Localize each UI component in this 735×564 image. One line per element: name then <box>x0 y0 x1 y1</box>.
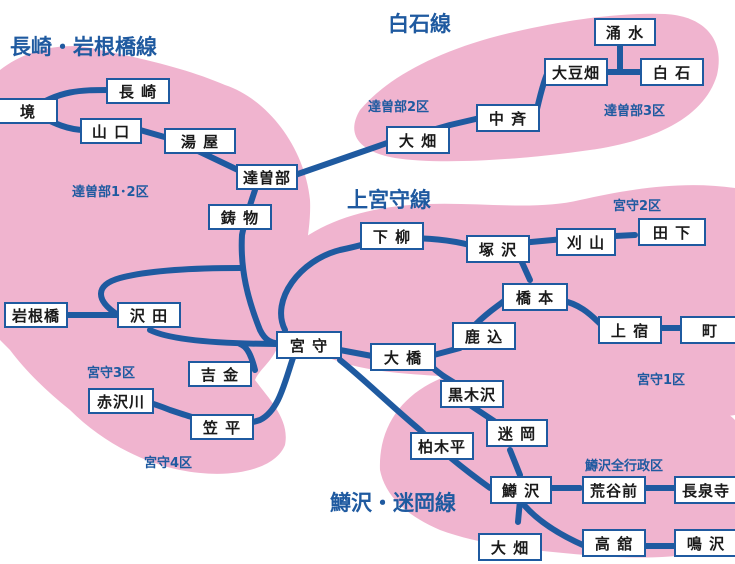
station-kurokisawa: 黒木沢 <box>440 380 504 408</box>
line-title-nagasaki-iwanehashi: 長崎・岩根橋線 <box>10 35 157 59</box>
station-miyamori: 宮 守 <box>276 331 342 359</box>
station-iwanehashi: 岩根橋 <box>4 302 68 328</box>
station-kashiwagidaira: 柏木平 <box>410 432 474 460</box>
station-hashimoto: 橋 本 <box>502 283 568 311</box>
station-kaoko: 鹿 込 <box>452 322 516 350</box>
region-masuzawa-zenko: 鱒沢全行政区 <box>585 459 664 474</box>
station-araya-mae: 荒谷前 <box>582 476 646 504</box>
station-akazawagawa: 赤沢川 <box>88 388 154 414</box>
station-yuya: 湯 屋 <box>164 128 236 154</box>
station-narusawa: 鳴 沢 <box>674 529 735 557</box>
station-ozuhata: 大豆畑 <box>544 58 608 86</box>
station-takadate: 高 舘 <box>582 529 646 557</box>
station-shiraishi: 白 石 <box>640 58 704 86</box>
line-title-masuzawa-meoka: 鱒沢・迷岡線 <box>330 491 456 515</box>
route-iwanehashi-sawada <box>57 265 243 318</box>
station-tsukazawa: 塚 沢 <box>466 235 530 263</box>
region-miyamori-4: 宮守4区 <box>144 456 193 471</box>
station-yamaguchi: 山 口 <box>80 118 142 144</box>
region-miyamori-3: 宮守3区 <box>87 366 136 381</box>
station-kariyama: 刈 山 <box>556 228 616 256</box>
route-miyamori-kashiwagidaira <box>337 357 493 491</box>
region-miyamori-1: 宮守1区 <box>637 373 686 388</box>
station-kamijuku: 上 宿 <box>598 316 662 344</box>
station-kichikane: 吉 金 <box>188 361 252 387</box>
station-tashimo: 田 下 <box>638 218 706 246</box>
station-imono: 鋳 物 <box>208 204 272 230</box>
area-masuzawa-meoka <box>379 366 735 558</box>
region-tassobe-1-2: 達曽部1･2区 <box>72 185 149 200</box>
station-tassobe: 達曽部 <box>236 164 298 190</box>
station-kasadaira: 笠 平 <box>190 414 254 440</box>
station-nagasaki: 長 崎 <box>106 78 170 104</box>
line-title-shiraishi: 白石線 <box>388 12 451 36</box>
region-miyamori-2: 宮守2区 <box>613 199 662 214</box>
route-miyamori-ohashi <box>337 347 375 359</box>
station-shimohoki: 下 柳 <box>360 222 424 250</box>
route-sawada-miyamori <box>147 327 288 347</box>
station-wakimizu: 涌 水 <box>594 18 656 46</box>
route-meoka-masuzawa <box>507 447 523 478</box>
station-ohata-south: 大 畑 <box>478 533 542 561</box>
station-nakasai: 中 斉 <box>476 104 540 132</box>
region-tassobe-2: 達曽部2区 <box>368 100 430 115</box>
station-masuzawa: 鱒 沢 <box>490 476 552 504</box>
station-machi: 町 <box>680 316 735 344</box>
station-sakai: 境 <box>0 98 58 124</box>
station-chosenji: 長泉寺 <box>674 476 735 504</box>
station-sawada: 沢 田 <box>117 302 181 328</box>
route-kichikane <box>237 341 258 373</box>
line-title-kamimiyamori: 上宮守線 <box>347 188 431 212</box>
station-ohata-north: 大 畑 <box>386 126 450 154</box>
station-ohashi: 大 橋 <box>370 343 436 371</box>
station-meoka: 迷 岡 <box>486 419 548 447</box>
region-tassobe-3: 達曽部3区 <box>604 104 666 119</box>
